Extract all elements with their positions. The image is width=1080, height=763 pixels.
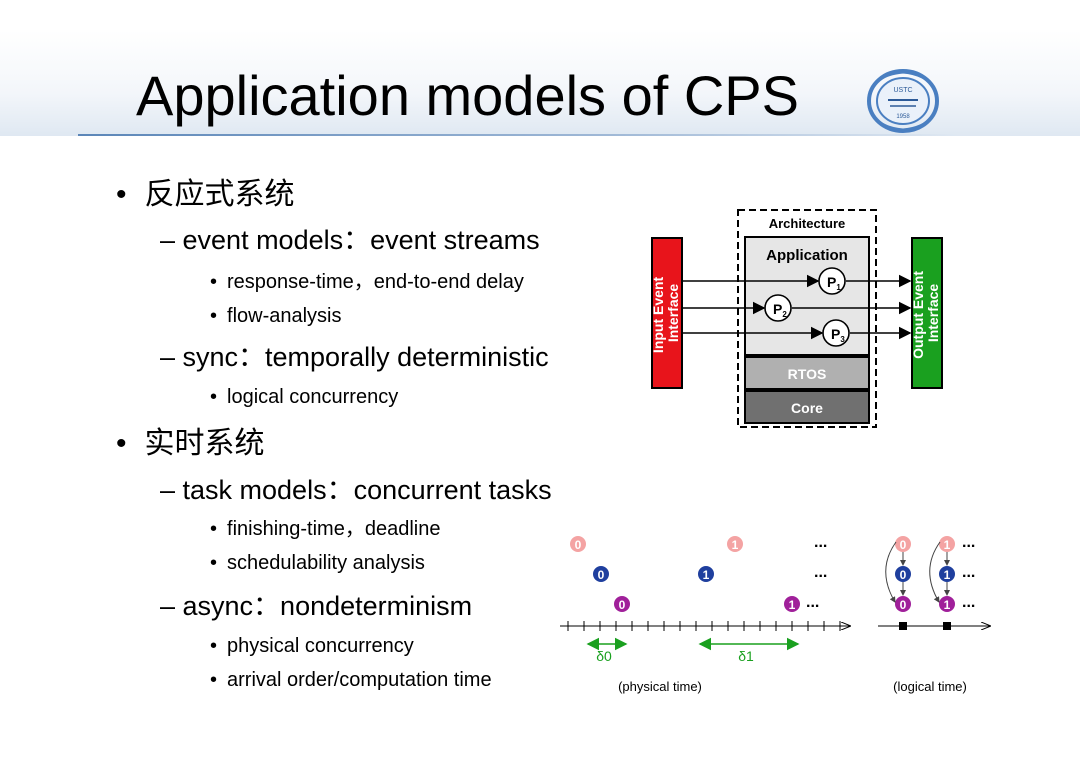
logical-ellipsis-i1: ... bbox=[962, 534, 975, 551]
process-p2 bbox=[764, 294, 792, 322]
bullet-realtime: • 实时系统 bbox=[116, 427, 265, 461]
token-i2-1: 1 bbox=[698, 566, 714, 582]
ustc-logo: USTC 1958 bbox=[867, 69, 939, 133]
bullet-marker: • bbox=[116, 427, 127, 460]
application-label: Application bbox=[766, 247, 848, 264]
rtos-box bbox=[744, 356, 870, 390]
svg-text:1: 1 bbox=[789, 598, 796, 612]
architecture-diagram: Architecture Application RTOS Core Input… bbox=[650, 209, 943, 428]
logical-tick-1 bbox=[943, 622, 951, 630]
logical-ellipsis-i2: ... bbox=[962, 564, 975, 581]
token-i1-0: 0 bbox=[570, 536, 586, 552]
token-o-1: 1 bbox=[784, 596, 800, 612]
ellipsis-i2: ... bbox=[814, 564, 827, 581]
logical-time-label: (logical time) bbox=[893, 679, 967, 694]
bullet-reactive-text: 反应式系统 bbox=[144, 177, 295, 212]
sub-async: – async：nondeterminism bbox=[160, 591, 473, 621]
item-schedulability: •schedulability analysis bbox=[210, 552, 425, 574]
token-i1-1: 1 bbox=[727, 536, 743, 552]
item-logical-concurrency: •logical concurrency bbox=[210, 386, 399, 408]
input-interface bbox=[651, 237, 683, 389]
svg-text:1958: 1958 bbox=[896, 114, 910, 120]
svg-text:1: 1 bbox=[944, 538, 951, 552]
bullet-realtime-text: 实时系统 bbox=[144, 426, 265, 461]
input-interface-label: Input Event Interface bbox=[650, 273, 681, 353]
svg-text:0: 0 bbox=[598, 568, 605, 582]
item-response-time: •response-time，end-to-end delay bbox=[210, 271, 524, 293]
core-box bbox=[744, 390, 870, 424]
p3-label: P3 bbox=[831, 326, 845, 344]
rtos-label: RTOS bbox=[788, 366, 827, 382]
delta1-label: δ1 bbox=[738, 648, 754, 664]
bullet-marker: • bbox=[116, 178, 127, 211]
item-flow-analysis: •flow-analysis bbox=[210, 305, 342, 327]
slide-title: Application models of CPS bbox=[136, 64, 800, 127]
svg-text:0: 0 bbox=[900, 598, 907, 612]
timing-diagram: i1 i2 o 0 1 0 1 0 1 ... ... ... δ0 δ1 (p… bbox=[560, 534, 1000, 694]
token-i2-0: 0 bbox=[593, 566, 609, 582]
svg-text:USTC: USTC bbox=[893, 87, 912, 94]
logical-tokens: 0 1 0 1 0 1 bbox=[895, 536, 955, 612]
core-label: Core bbox=[791, 400, 823, 416]
physical-time-ticks bbox=[567, 621, 841, 631]
sub-sync: – sync：temporally deterministic bbox=[160, 342, 549, 372]
svg-text:1: 1 bbox=[944, 598, 951, 612]
logical-ellipsis-o: ... bbox=[962, 594, 975, 611]
architecture-label: Architecture bbox=[769, 216, 846, 231]
sub-event-models: – event models：event streams bbox=[160, 225, 540, 255]
svg-text:1: 1 bbox=[732, 538, 739, 552]
token-o-0: 0 bbox=[614, 596, 630, 612]
output-interface bbox=[911, 237, 943, 389]
ellipsis-o: ... bbox=[806, 594, 819, 611]
process-p1 bbox=[818, 267, 846, 295]
output-interface-label: Output Event Interface bbox=[910, 267, 941, 359]
sub-task-models: – task models：concurrent tasks bbox=[160, 475, 552, 505]
p2-label: P2 bbox=[773, 301, 787, 319]
svg-text:0: 0 bbox=[900, 538, 907, 552]
item-physical-concurrency: •physical concurrency bbox=[210, 635, 414, 657]
item-arrival-order: •arrival order/computation time bbox=[210, 669, 492, 691]
physical-time-label: (physical time) bbox=[618, 679, 702, 694]
logical-causal-arrows bbox=[885, 541, 950, 603]
svg-text:0: 0 bbox=[575, 538, 582, 552]
title-underline bbox=[78, 134, 958, 136]
bullet-reactive: • 反应式系统 bbox=[116, 178, 295, 212]
svg-text:1: 1 bbox=[703, 568, 710, 582]
process-p3 bbox=[822, 319, 850, 347]
item-finishing-time: •finishing-time，deadline bbox=[210, 518, 441, 540]
ellipsis-i1: ... bbox=[814, 534, 827, 551]
p1-label: P1 bbox=[827, 274, 841, 292]
svg-text:0: 0 bbox=[619, 598, 626, 612]
logical-tick-0 bbox=[899, 622, 907, 630]
svg-text:0: 0 bbox=[900, 568, 907, 582]
delta0-label: δ0 bbox=[596, 648, 612, 664]
svg-text:1: 1 bbox=[944, 568, 951, 582]
